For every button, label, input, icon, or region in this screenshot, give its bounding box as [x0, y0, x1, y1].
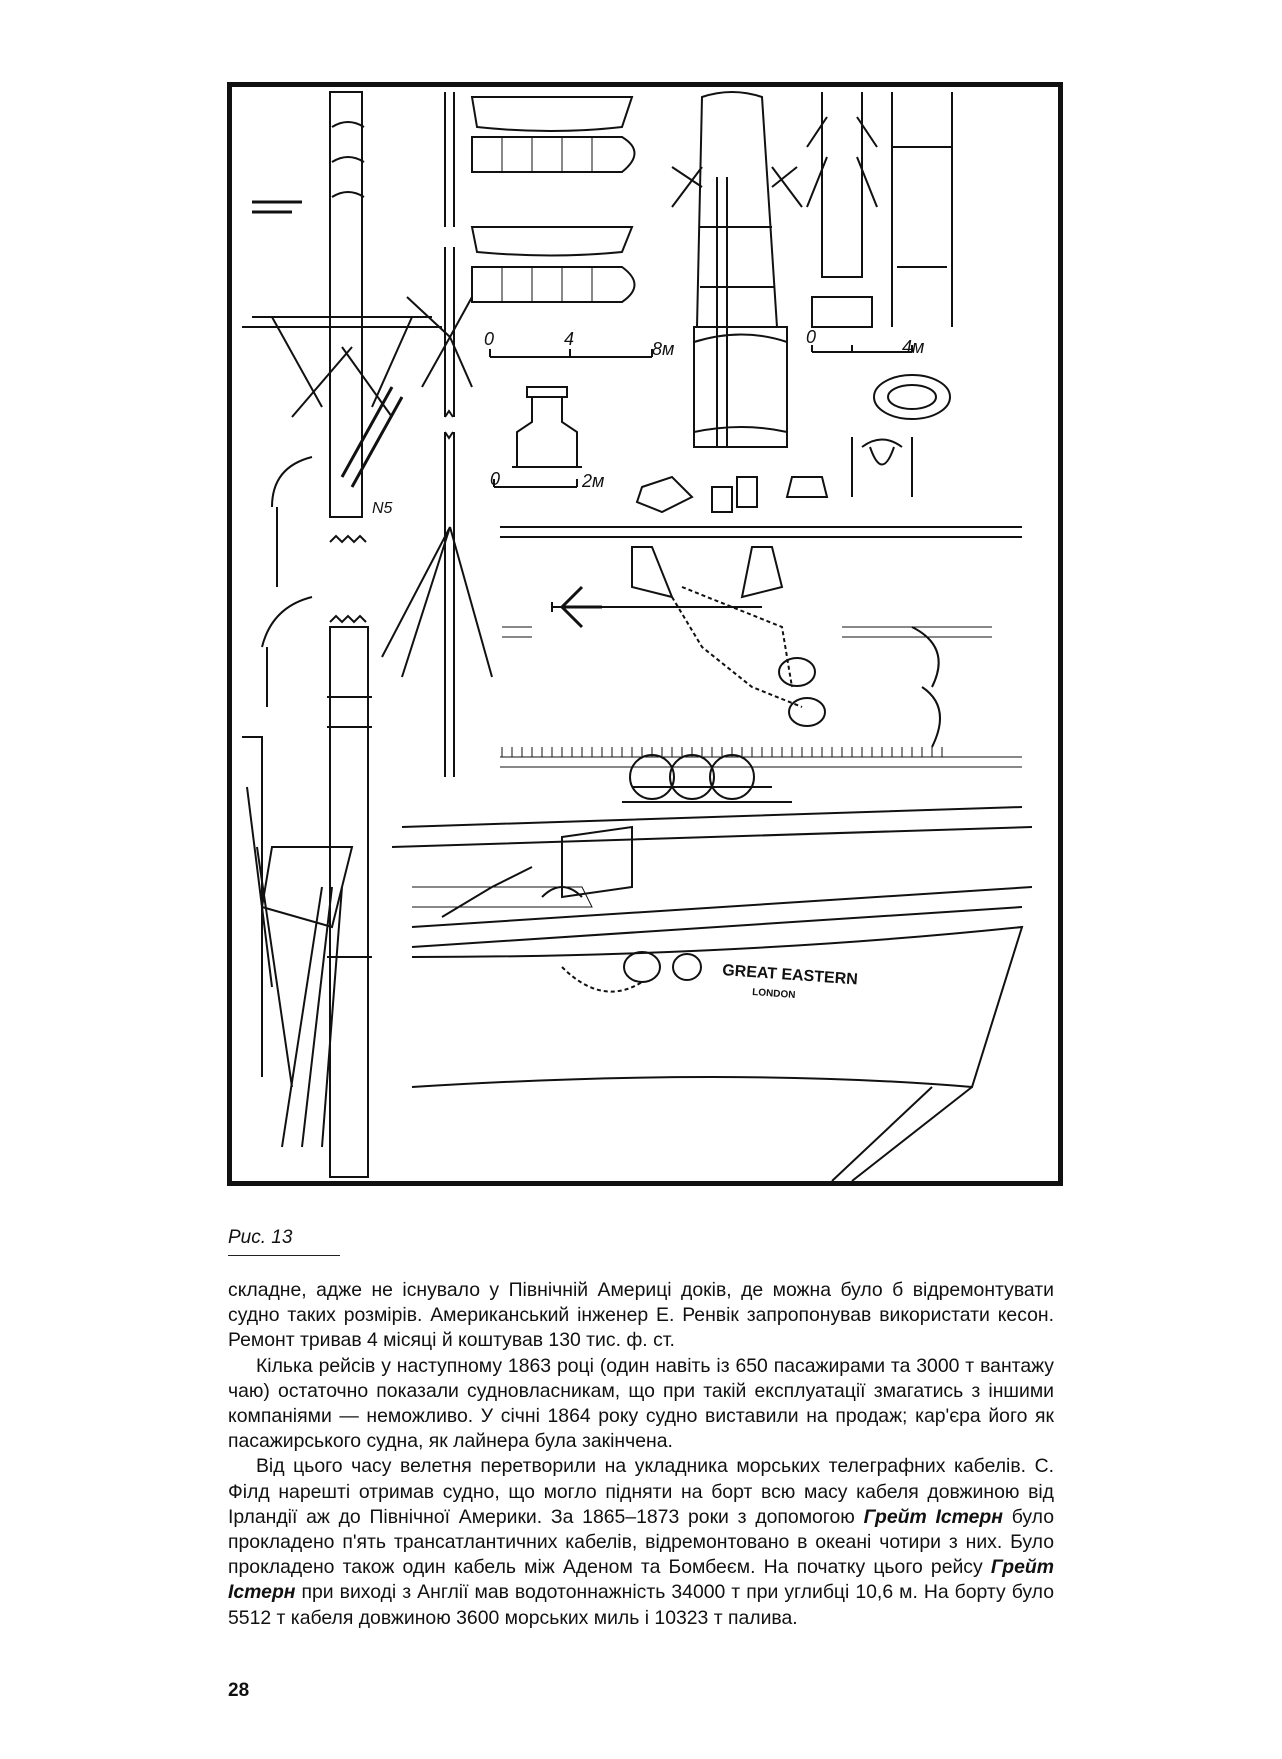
paragraph-3-part-c: при виході з Англії мав водотоннажність … [228, 1581, 1054, 1629]
bitts-drawing: 0 2м [490, 386, 829, 514]
scale-bitts-0: 0 [490, 469, 500, 489]
paragraph-3-part-a: Від цього часу велетня перетворили на ук… [228, 1455, 1054, 1528]
scale-boats-8m: 8м [652, 339, 674, 359]
paragraph-3-part-b: було прокладено п'ять трансатлантичних к… [228, 1505, 1055, 1579]
figure-caption: Рис. 13 [228, 1227, 340, 1256]
scale-boats-0: 0 [484, 329, 494, 349]
mast-number-label: N5 [372, 500, 393, 517]
ship-name-2: Грейт Істерн [228, 1556, 1054, 1604]
body-text: складне, адже не існувало у Північній Ам… [228, 1278, 1054, 1631]
paragraph-2: Кілька рейсів у наступному 1863 році (од… [228, 1354, 1054, 1453]
funnel-drawing [671, 91, 803, 448]
ship-port-label: LONDON [752, 987, 796, 1001]
scale-funnel-4m: 4м [902, 337, 924, 357]
ventilators-drawing: 0 4м [806, 92, 953, 497]
page-number: 28 [228, 1680, 250, 1701]
scale-boats-4: 4 [564, 329, 574, 349]
boats-drawing: 0 4 8м [470, 96, 674, 359]
ship-details-drawing: 0 4 8м 0 4м [242, 91, 1033, 1181]
hull-anchor-drawing [500, 526, 1022, 768]
spar-drawing [340, 92, 493, 777]
figure-illustration: 0 4 8м 0 4м [227, 82, 1063, 1186]
paragraph-3: Від цього часу велетня перетворили на ук… [228, 1454, 1054, 1630]
scale-bitts-2m: 2м [581, 471, 604, 491]
paragraph-1: складне, адже не існувало у Північній Ам… [228, 1279, 1054, 1352]
ship-name-label: GREAT EASTERN [722, 962, 859, 988]
ship-name-1: Грейт Істерн [863, 1505, 1003, 1528]
ship-bow-drawing: GREAT EASTERN LONDON [391, 754, 1033, 1181]
scale-funnel-0: 0 [806, 327, 816, 347]
mast-drawing [242, 91, 442, 1178]
